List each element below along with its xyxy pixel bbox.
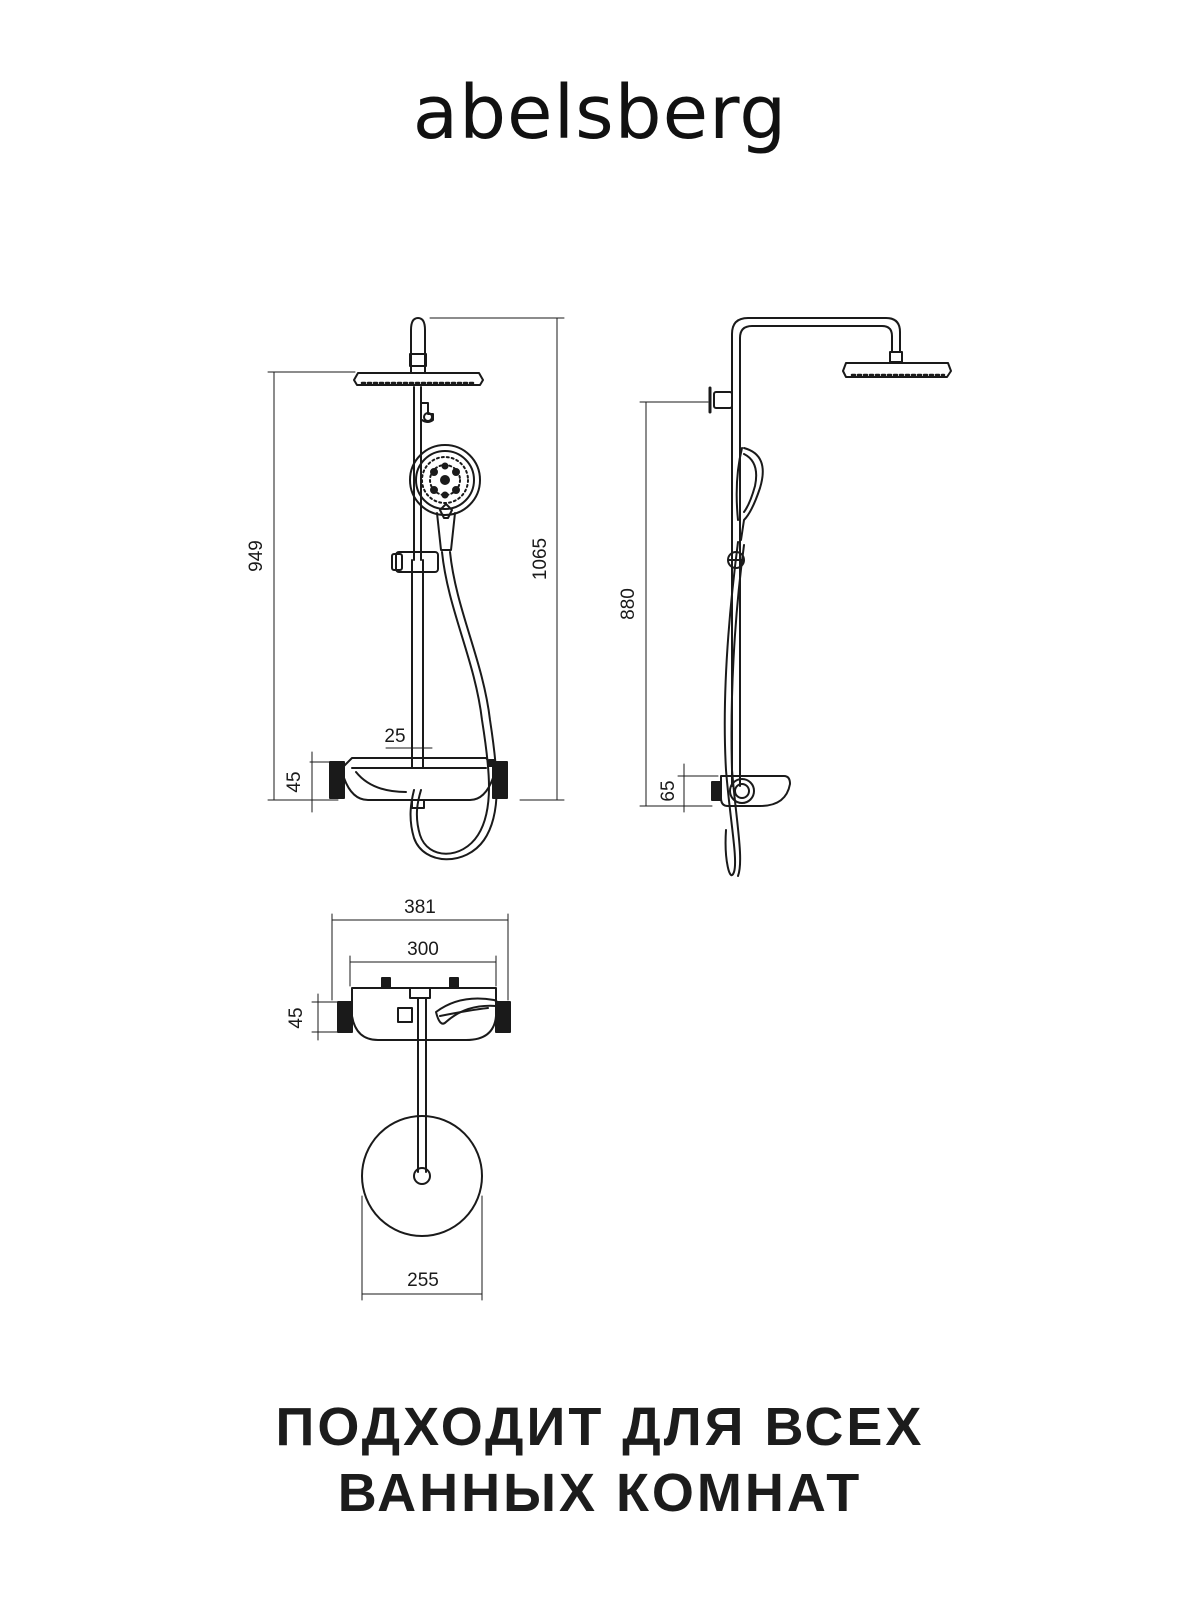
dim-45-front: 45	[284, 771, 305, 792]
dim-880: 880	[618, 588, 639, 620]
caption: ПОДХОДИТ ДЛЯ ВСЕХ ВАННЫХ КОМНАТ	[0, 1394, 1200, 1526]
dim-25: 25	[384, 726, 405, 747]
dim-949: 949	[246, 540, 267, 572]
dim-1065: 1065	[530, 538, 551, 580]
dim-65: 65	[658, 780, 679, 801]
top-view	[311, 913, 511, 1301]
caption-line-2: ВАННЫХ КОМНАТ	[337, 1463, 863, 1523]
dim-255: 255	[407, 1270, 439, 1291]
dim-45-top: 45	[286, 1007, 307, 1028]
caption-line-1: ПОДХОДИТ ДЛЯ ВСЕХ	[275, 1397, 925, 1457]
front-view	[267, 317, 565, 861]
dim-300: 300	[407, 939, 439, 960]
side-view	[639, 317, 952, 877]
dim-381: 381	[404, 897, 436, 918]
brand-logo: abelsberg	[412, 70, 788, 156]
